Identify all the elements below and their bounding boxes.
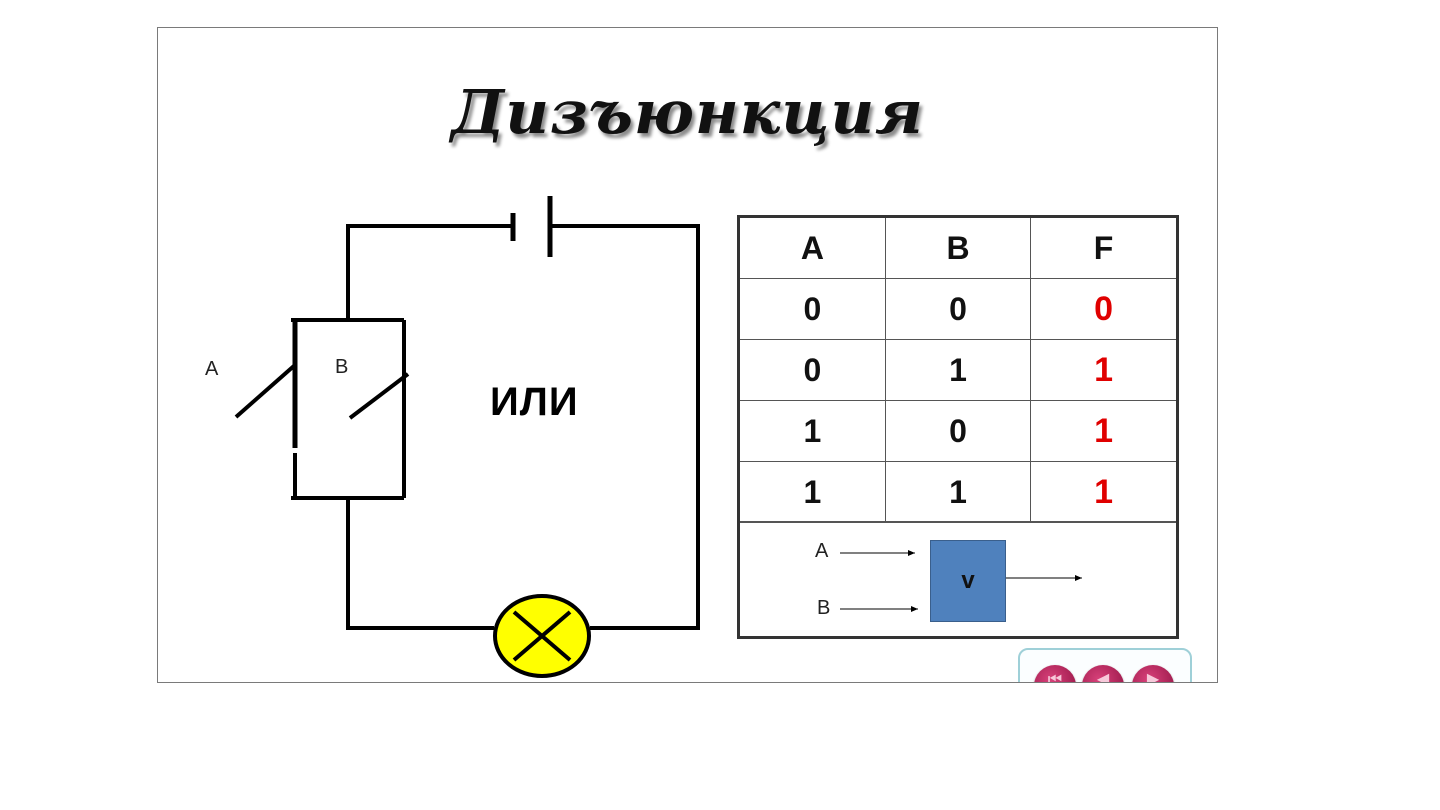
header-f: F bbox=[1030, 218, 1176, 279]
logic-gate-area: A B v bbox=[740, 521, 1176, 640]
gate-input-a-label: A bbox=[815, 540, 829, 562]
switch-a-blade bbox=[234, 363, 297, 419]
table-row: 0 1 1 bbox=[740, 339, 1176, 401]
truth-table-panel: A B F 0 0 0 0 1 1 1 0 1 1 1 1 bbox=[737, 215, 1179, 639]
wire-right bbox=[550, 224, 700, 630]
or-gate: v bbox=[930, 540, 1006, 622]
table-row: 0 0 0 bbox=[740, 278, 1176, 340]
lamp-icon bbox=[493, 594, 591, 678]
switch-b-blade bbox=[348, 372, 410, 420]
cell-f: 0 bbox=[1030, 278, 1176, 340]
table-row: 1 1 1 bbox=[740, 461, 1176, 523]
next-slide-icon[interactable]: ▶ bbox=[1132, 665, 1174, 682]
operation-label: ИЛИ bbox=[490, 380, 579, 424]
cell-a: 1 bbox=[740, 461, 886, 523]
gate-input-b-label: B bbox=[817, 597, 831, 619]
header-b: B bbox=[884, 218, 1032, 279]
first-slide-icon[interactable]: ⏮ bbox=[1034, 665, 1076, 682]
cell-b: 1 bbox=[884, 461, 1032, 523]
circuit-diagram bbox=[234, 196, 700, 678]
table-header-row: A B F bbox=[740, 218, 1176, 279]
cell-f: 1 bbox=[1030, 339, 1176, 401]
wire-top-left bbox=[346, 224, 513, 320]
cell-b: 0 bbox=[884, 278, 1032, 340]
switch-b-label: B bbox=[335, 356, 349, 378]
cell-b: 0 bbox=[884, 400, 1032, 462]
header-a: A bbox=[740, 218, 886, 279]
table-row: 1 0 1 bbox=[740, 400, 1176, 462]
cell-a: 0 bbox=[740, 278, 886, 340]
switch-a-label: A bbox=[205, 358, 219, 380]
slide-title: Дизъюнкция bbox=[451, 78, 924, 148]
truth-table: A B F 0 0 0 0 1 1 1 0 1 1 1 1 bbox=[740, 218, 1176, 523]
cell-f: 1 bbox=[1030, 461, 1176, 523]
wire-bottom-left bbox=[346, 500, 494, 630]
cell-a: 0 bbox=[740, 339, 886, 401]
gate-arrows bbox=[840, 550, 1082, 612]
previous-slide-icon[interactable]: ◀ bbox=[1082, 665, 1124, 682]
cell-b: 1 bbox=[884, 339, 1032, 401]
cell-a: 1 bbox=[740, 400, 886, 462]
cell-f: 1 bbox=[1030, 400, 1176, 462]
navigation-panel: ⏮ ◀ ▶ bbox=[1018, 648, 1192, 682]
slide: Дизъюнкция A B ИЛИ A B F bbox=[157, 27, 1218, 683]
